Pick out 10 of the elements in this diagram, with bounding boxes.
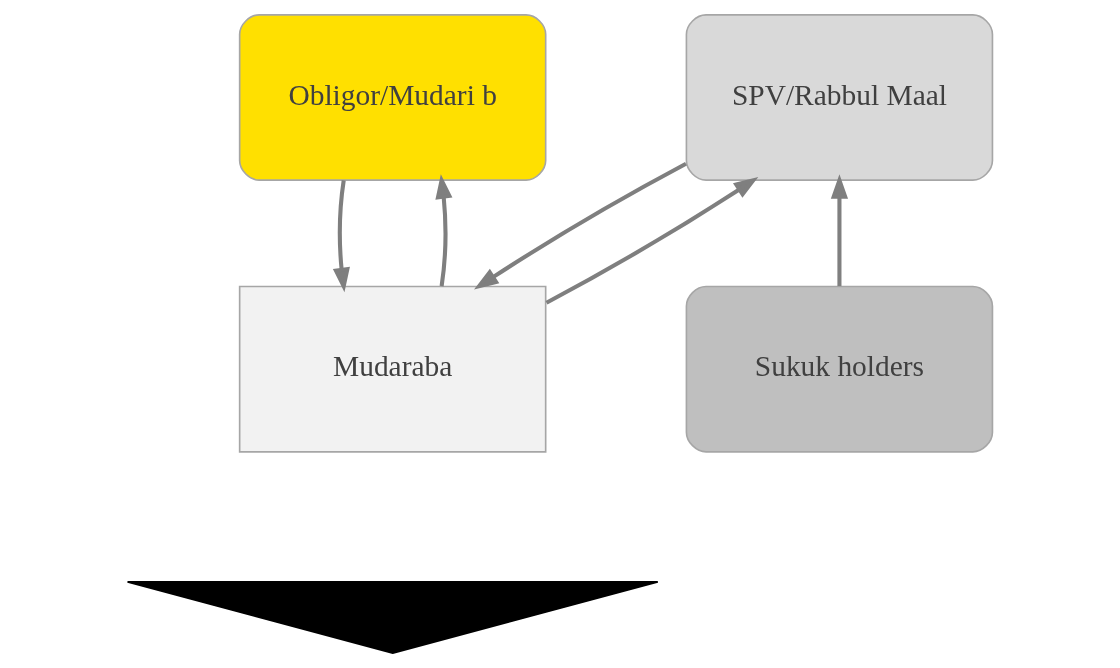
node-triangle bbox=[126, 581, 659, 654]
arrow bbox=[474, 161, 687, 290]
arrow bbox=[332, 180, 350, 293]
node-box: Mudaraba bbox=[238, 285, 547, 453]
arrow bbox=[830, 174, 849, 287]
node-box: Sukuk holders bbox=[685, 285, 994, 453]
arrow bbox=[435, 174, 453, 287]
node-box: SPV/Rabbul Maal bbox=[685, 14, 994, 181]
node-box: Obligor/Mudari b bbox=[238, 14, 547, 181]
arrow bbox=[545, 177, 759, 305]
